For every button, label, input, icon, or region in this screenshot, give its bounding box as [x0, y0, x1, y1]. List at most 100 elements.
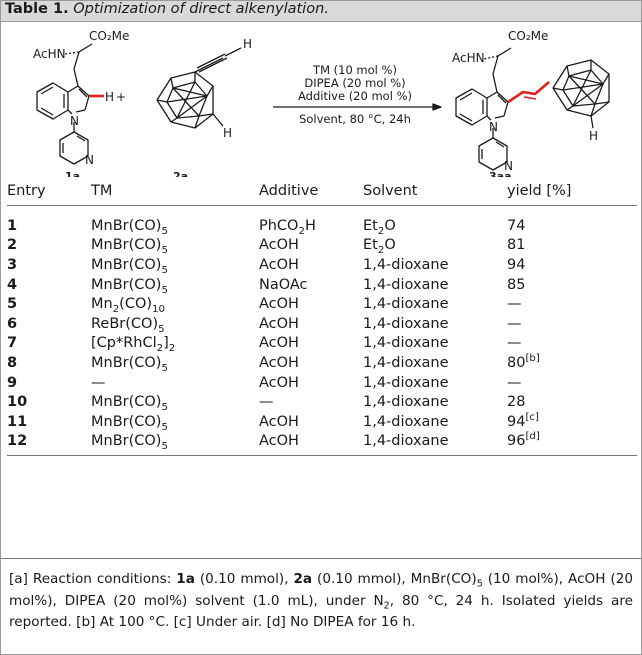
solvent-cell: 1,4-dioxane — [363, 354, 449, 371]
cage-h-label-2a: H — [223, 126, 232, 140]
tm-cell: MnBr(CO)5 — [91, 217, 168, 237]
additive-cell: AcOH — [259, 374, 299, 391]
product-carborane-structure — [552, 59, 610, 117]
yield-cell: — — [507, 315, 522, 332]
solvent-cell: 1,4-dioxane — [363, 315, 449, 332]
plus-sign: + — [116, 90, 126, 104]
solvent-cell: 1,4-dioxane — [363, 256, 449, 273]
tm-cell: MnBr(CO)5 — [91, 256, 168, 276]
compound-label-3aa: 3aa — [489, 170, 512, 177]
yield-cell: 80[b] — [507, 353, 540, 371]
tm-cell: MnBr(CO)5 — [91, 394, 168, 414]
solvent-cell: Et2O — [363, 237, 396, 257]
entry-cell: 2 — [7, 237, 18, 254]
entry-cell: 1 — [7, 217, 18, 234]
header-yield: yield [%] — [507, 177, 637, 206]
product-3aa-structure — [455, 47, 512, 171]
alkyne-h-label-2a: H — [243, 37, 252, 51]
carborane-2a-structure — [156, 71, 214, 129]
ester-label-1a: CO₂Me — [89, 29, 129, 43]
tm-cell: [Cp*RhCl2]2 — [91, 335, 176, 355]
yield-cell: 96[d] — [507, 431, 637, 457]
tm-cell: MnBr(CO)5 — [91, 413, 168, 433]
reaction-scheme-drawing: CO₂Me AcHN H + N N 1a H H 2a TM (10 mol … — [33, 29, 610, 177]
entry-cell: 5 — [7, 296, 18, 313]
tm-cell: ReBr(CO)5 — [91, 315, 165, 335]
additive-cell: AcOH — [259, 431, 363, 457]
table-row: 6 ReBr(CO)5 AcOH 1,4-dioxane — — [7, 314, 637, 334]
tm-cell: MnBr(CO)5 — [91, 354, 168, 374]
additive-cell: AcOH — [259, 315, 299, 332]
tm-cell: MnBr(CO)5 — [91, 431, 259, 457]
indole-1a-structure — [36, 82, 90, 120]
entry-cell: 12 — [7, 431, 91, 457]
tm-cell: MnBr(CO)5 — [91, 237, 168, 257]
table-row: 2 MnBr(CO)5 AcOH Et2O 81 — [7, 236, 637, 257]
tm-cell: Mn2(CO)10 — [91, 296, 165, 316]
solvent-cell: 1,4-dioxane — [363, 413, 449, 430]
reaction-scheme: CO₂Me AcHN H + N N 1a H H 2a TM (10 mol … — [1, 22, 641, 177]
entry-cell: 3 — [7, 256, 18, 273]
condition-solvent-temp: Solvent, 80 °C, 24h — [299, 112, 411, 126]
yield-cell: — — [507, 296, 522, 313]
additive-cell: AcOH — [259, 335, 299, 352]
solvent-cell: 1,4-dioxane — [363, 394, 449, 411]
header-tm: TM — [91, 177, 259, 206]
condition-tm: TM (10 mol %) — [312, 63, 397, 77]
solvent-cell: 1,4-dioxane — [363, 374, 449, 391]
solvent-cell: 1,4-dioxane — [363, 276, 449, 293]
solvent-cell: Et2O — [363, 217, 396, 237]
additive-cell: PhCO2H — [259, 217, 316, 237]
table-row: 9 — AcOH 1,4-dioxane — — [7, 373, 637, 393]
entry-cell: 9 — [7, 374, 18, 391]
compound-label-1a: 1a — [65, 170, 80, 177]
amide-label-1a: AcHN — [33, 47, 66, 61]
additive-cell: AcOH — [259, 354, 299, 371]
yield-cell: — — [507, 335, 522, 352]
table-row: 3 MnBr(CO)5 AcOH 1,4-dioxane 94 — [7, 255, 637, 275]
tm-cell: MnBr(CO)5 — [91, 276, 168, 296]
condition-base: DIPEA (20 mol %) — [304, 76, 405, 90]
tm-cell: — — [91, 374, 106, 391]
table-footnote: [a] Reaction conditions: 1a (0.10 mmol),… — [1, 558, 641, 634]
yield-cell: 81 — [507, 237, 526, 254]
table-title: Table 1. Optimization of direct alkenyla… — [1, 1, 641, 22]
yield-cell: 94 — [507, 256, 526, 273]
table-spacer-row — [7, 206, 637, 217]
entry-cell: 6 — [7, 315, 18, 332]
entry-cell: 11 — [7, 413, 28, 430]
ester-label-3aa: CO₂Me — [508, 29, 548, 43]
additive-cell: AcOH — [259, 237, 299, 254]
yield-cell: 28 — [507, 394, 526, 411]
solvent-cell: 1,4-dioxane — [363, 335, 449, 352]
solvent-cell: 1,4-dioxane — [363, 431, 507, 457]
entry-cell: 7 — [7, 335, 18, 352]
yield-cell: 74 — [507, 217, 526, 234]
header-solvent: Solvent — [363, 177, 507, 206]
yield-cell: 85 — [507, 276, 526, 293]
indole-n-label-3aa: N — [489, 120, 498, 134]
additive-cell: — — [259, 394, 274, 411]
entry-cell: 8 — [7, 354, 18, 371]
additive-cell: AcOH — [259, 413, 299, 430]
yield-cell: — — [507, 374, 522, 391]
condition-additive: Additive (20 mol %) — [298, 89, 412, 103]
additive-cell: AcOH — [259, 256, 299, 273]
indole-n-label-1a: N — [70, 114, 79, 128]
table-row: 1 MnBr(CO)5 PhCO2H Et2O 74 — [7, 216, 637, 236]
compound-label-2a: 2a — [173, 170, 188, 177]
table-row: 7 [Cp*RhCl2]2 AcOH 1,4-dioxane — — [7, 334, 637, 355]
table-row: 8 MnBr(CO)5 AcOH 1,4-dioxane 80[b] — [7, 353, 637, 374]
pyridine-n-label-1a: N — [85, 153, 94, 167]
entry-cell: 4 — [7, 276, 18, 293]
ch-h-label-1a: H — [105, 90, 114, 104]
additive-cell: AcOH — [259, 296, 299, 313]
